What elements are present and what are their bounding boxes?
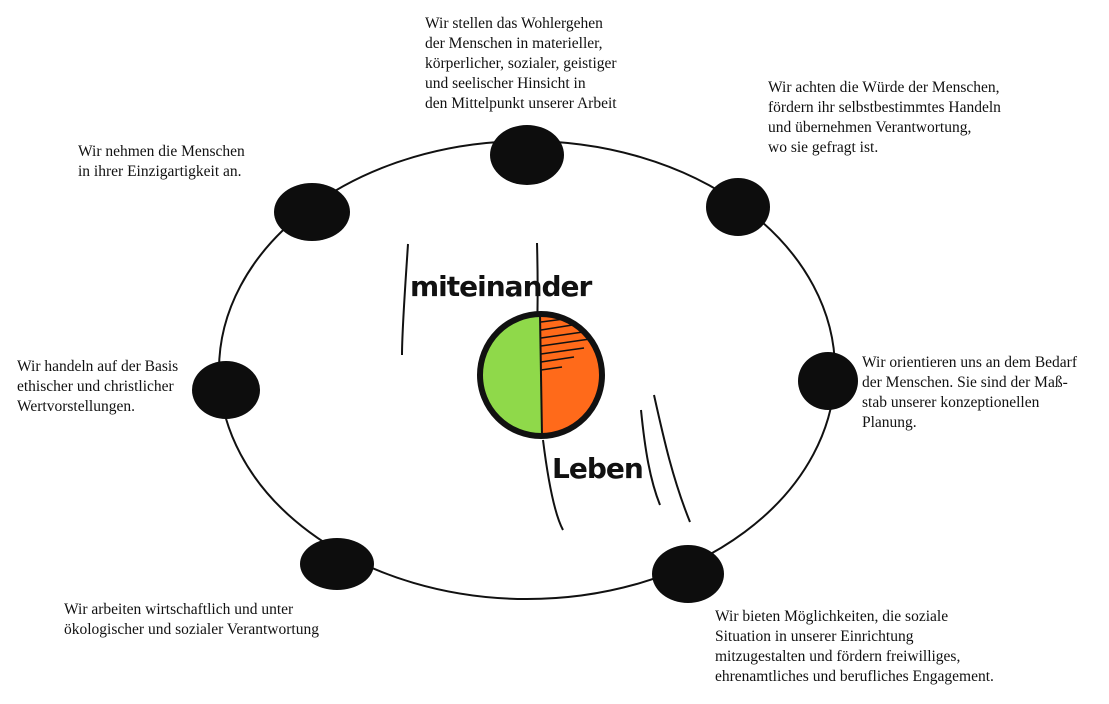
node-text-line: wo sie gefragt ist. [768, 139, 879, 156]
node-text-line: stab unserer konzeptionellen [862, 394, 1040, 411]
node-text-line: Planung. [862, 414, 917, 431]
node-text-line: Situation in unserer Einrichtung [715, 628, 914, 645]
node-circle-bottom-right [652, 545, 724, 603]
node-circle-top-right [706, 178, 770, 236]
hand-stroke-right-2 [653, 394, 691, 523]
node-text-line: Wir arbeiten wirtschaftlich und unter [64, 601, 294, 618]
node-circle-left [192, 361, 260, 419]
node-circle-bottom-left [300, 538, 374, 590]
hand-stroke-divider-bottom [542, 439, 564, 531]
node-text-line: Wir nehmen die Menschen [78, 143, 245, 160]
node-text-line: Wir bieten Möglichkeiten, die soziale [715, 608, 949, 625]
node-text-top-left: Wir nehmen die Menschen in ihrer Einzigar… [78, 142, 245, 182]
node-text-line: ökologischer und sozialer Verantwortung [64, 621, 319, 638]
node-text-line: den Mittelpunkt unserer Arbeit [425, 95, 617, 112]
node-circle-top-left [274, 183, 350, 241]
node-text-line: ehrenamtliches und berufliches Engagemen… [715, 668, 994, 685]
node-text-line: der Menschen. Sie sind der Maß- [862, 374, 1068, 391]
node-text-line: und übernehmen Verantwortung, [768, 119, 972, 136]
node-text-left: Wir handeln auf der Basis ethischer und c… [17, 357, 178, 417]
center-divider [539, 313, 543, 437]
hand-stroke-right-1 [640, 409, 661, 506]
node-text-line: Wir stellen das Wohlergehen [425, 15, 603, 32]
node-text-line: fördern ihr selbstbestimmtes Handeln [768, 99, 1001, 116]
node-circle-top [490, 125, 564, 185]
node-text-line: und seelischer Hinsicht in [425, 75, 586, 92]
node-text-top: Wir stellen das Wohlergehen der Menschen … [425, 14, 617, 114]
center-circle-right [541, 314, 602, 436]
node-text-line: mitzugestalten und fördern freiwilliges, [715, 648, 961, 665]
node-circle-right [798, 352, 858, 410]
node-text-line: der Menschen in materieller, [425, 35, 603, 52]
node-text-bottom-left: Wir arbeiten wirtschaftlich und unter öko… [64, 600, 319, 640]
node-text-line: ethischer und christlicher [17, 378, 174, 395]
word-leben: Leben [552, 452, 643, 485]
node-text-line: Wir achten die Würde der Menschen, [768, 79, 1000, 96]
hand-stroke-left [401, 243, 409, 356]
node-text-top-right: Wir achten die Würde der Menschen, förder… [768, 78, 1001, 158]
node-text-line: Wir orientieren uns an dem Bedarf [862, 354, 1078, 371]
word-miteinander: miteinander [410, 270, 593, 303]
node-text-line: in ihrer Einzigartigkeit an. [78, 163, 242, 180]
node-text-line: körperlicher, sozialer, geistiger [425, 55, 617, 72]
node-text-line: Wir handeln auf der Basis [17, 358, 179, 375]
node-text-right: Wir orientieren uns an dem Bedarf der Men… [862, 353, 1077, 433]
node-text-line: Wertvorstellungen. [17, 398, 135, 415]
